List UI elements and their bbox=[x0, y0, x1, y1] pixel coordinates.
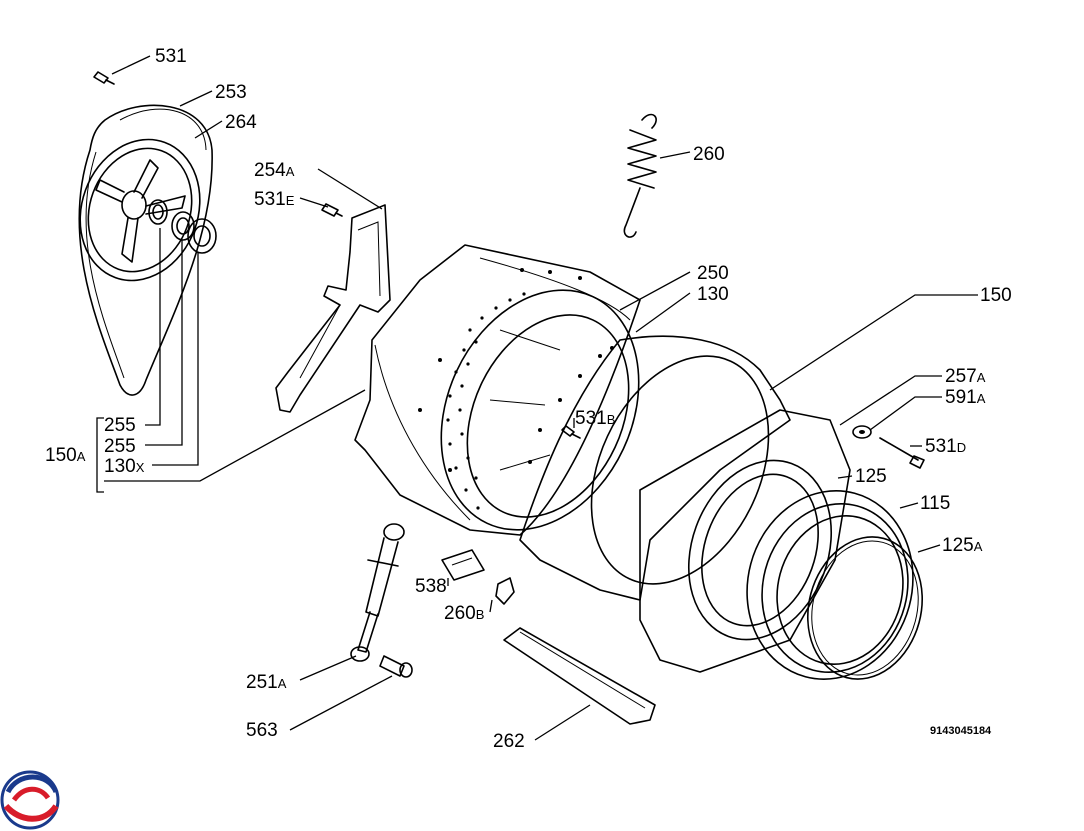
callout-130: 130 bbox=[697, 284, 729, 305]
pulley-264-part bbox=[79, 138, 201, 282]
clamp-ring-125a-part bbox=[806, 536, 924, 680]
callout-255-second: 255 bbox=[104, 436, 136, 457]
callout-115: 115 bbox=[920, 493, 950, 514]
callout-563: 563 bbox=[246, 720, 278, 741]
callout-262: 262 bbox=[493, 731, 525, 752]
spring-260-part bbox=[623, 113, 657, 238]
bracket-254a-part bbox=[275, 204, 391, 413]
callout-591a: 591A bbox=[945, 387, 986, 408]
clip-538-part bbox=[441, 549, 485, 581]
shock-absorber-251a-part bbox=[350, 523, 405, 662]
callout-150a: 150A bbox=[45, 445, 86, 466]
door-seal-115-part bbox=[746, 490, 914, 680]
leader-lines bbox=[96, 55, 978, 741]
drum-130-part bbox=[440, 289, 640, 531]
callout-125: 125 bbox=[855, 466, 887, 487]
callout-257a: 257A bbox=[945, 366, 986, 387]
document-number: 9143045184 bbox=[930, 725, 992, 737]
screw-531-part bbox=[93, 71, 115, 85]
callout-150: 150 bbox=[980, 285, 1012, 306]
brand-logo bbox=[0, 770, 60, 830]
bolt-531d-part bbox=[879, 437, 925, 469]
callout-531: 531 bbox=[155, 46, 187, 67]
screw-531b-part bbox=[561, 425, 581, 439]
callout-254a: 254A bbox=[254, 160, 295, 181]
clip-260b-part bbox=[495, 577, 515, 605]
callout-255-first: 255 bbox=[104, 415, 136, 436]
bearing-set-part bbox=[148, 199, 217, 254]
lifter-262-part bbox=[503, 627, 656, 725]
callout-264: 264 bbox=[225, 112, 257, 133]
callout-531b: 531B bbox=[575, 408, 615, 429]
front-tub-150-part bbox=[519, 335, 791, 601]
pin-563-part bbox=[379, 655, 413, 678]
rear-tub-250-part bbox=[354, 244, 641, 536]
callout-531e: 531E bbox=[254, 189, 295, 210]
callout-253: 253 bbox=[215, 82, 247, 103]
callout-260: 260 bbox=[693, 144, 725, 165]
washer-257a-part bbox=[852, 425, 872, 439]
callout-260b: 260B bbox=[444, 603, 484, 624]
callout-538: 538 bbox=[415, 576, 447, 597]
callout-130x: 130X bbox=[104, 456, 145, 477]
callout-125a: 125A bbox=[942, 535, 983, 556]
callout-251a: 251A bbox=[246, 672, 287, 693]
callout-531d: 531D bbox=[925, 436, 966, 457]
callout-250: 250 bbox=[697, 263, 729, 284]
screw-531e-part bbox=[321, 203, 343, 217]
callout-labels: 531 253 264 254A 531E 260 250 130 150 25… bbox=[45, 46, 1012, 752]
